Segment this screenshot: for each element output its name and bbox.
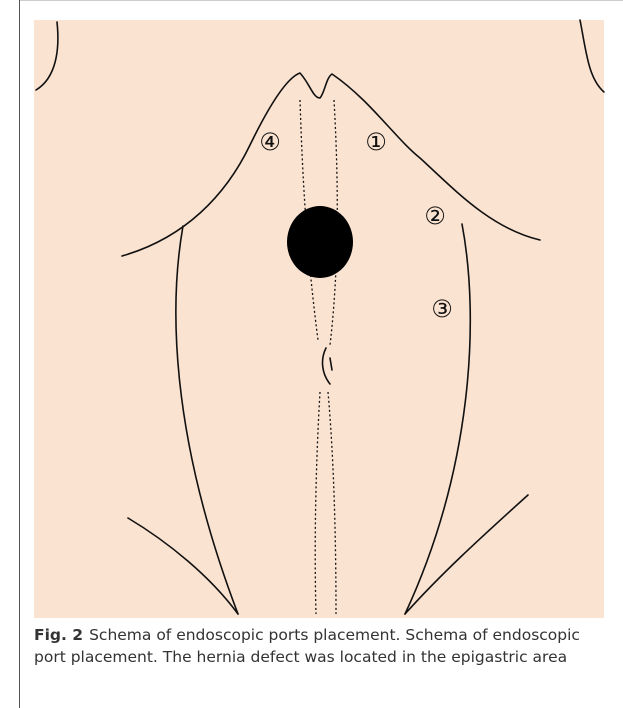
torso-skin: [34, 20, 604, 618]
port-placement-diagram: ④ ① ② ③: [0, 0, 623, 620]
hernia-defect: [287, 206, 353, 278]
caption-text: Schema of endoscopic ports placement. Sc…: [34, 626, 580, 666]
port-1-marker: ①: [365, 128, 387, 156]
port-2-marker: ②: [424, 202, 446, 230]
port-3-marker: ③: [431, 295, 453, 323]
port-4-marker: ④: [259, 128, 281, 156]
figure-label: Fig. 2: [34, 626, 83, 644]
